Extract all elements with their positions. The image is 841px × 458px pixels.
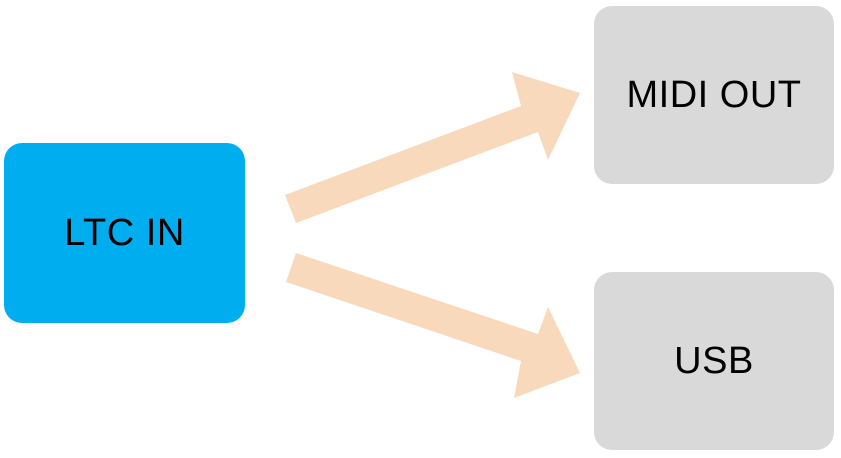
arrow-to-usb xyxy=(286,253,580,398)
usb-label: USB xyxy=(674,339,754,382)
ltc-in-node: LTC IN xyxy=(4,143,245,323)
midi-out-label: MIDI OUT xyxy=(626,73,802,116)
ltc-in-label: LTC IN xyxy=(64,211,185,254)
midi-out-node: MIDI OUT xyxy=(594,6,834,184)
usb-node: USB xyxy=(594,272,834,450)
arrow-to-midi-out xyxy=(285,72,580,223)
